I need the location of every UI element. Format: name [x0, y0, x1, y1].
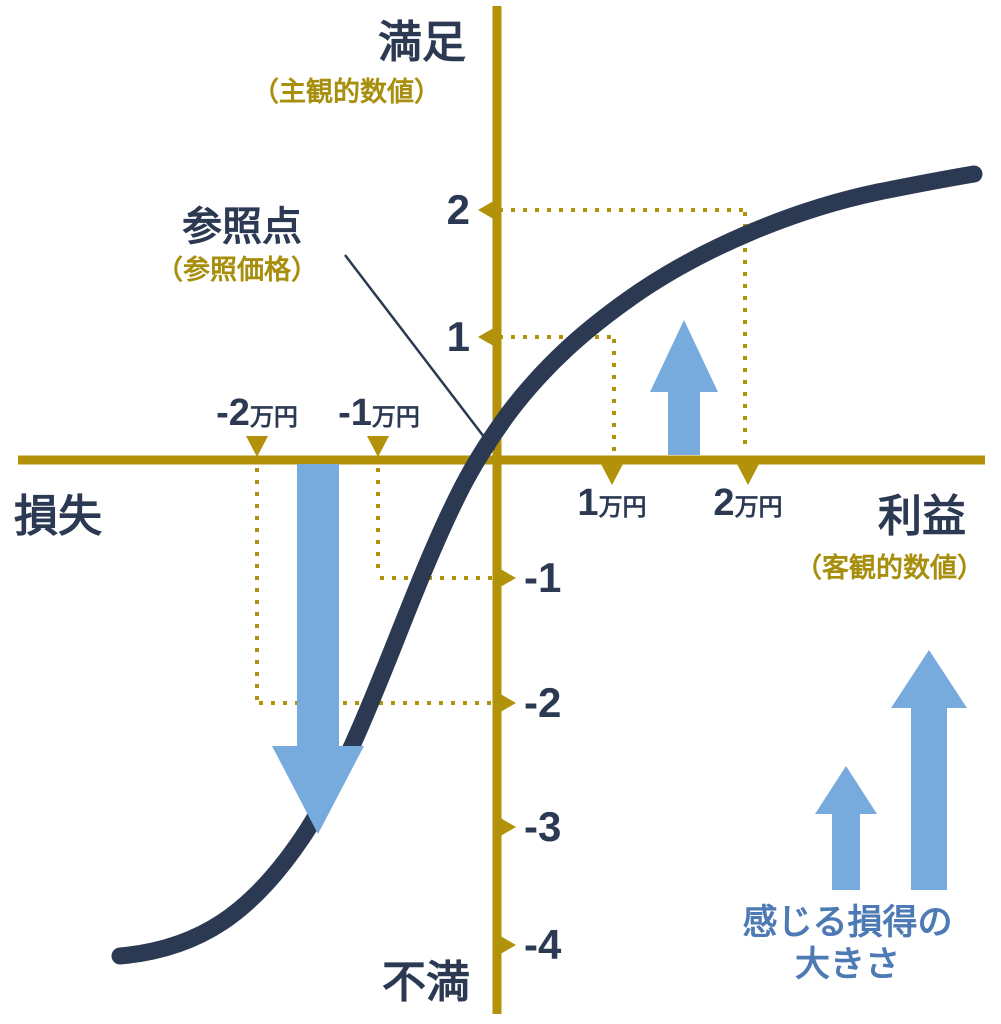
- x-tick-minus2-unit: 万円: [249, 404, 298, 431]
- y-axis-ticks: [478, 199, 516, 956]
- reference-pointer-line: [344, 254, 495, 451]
- annotation-line-2: 大きさ: [794, 945, 900, 984]
- x-tick-label-plus2man: 2万円: [690, 482, 806, 525]
- x-axis-positive-sublabel: （客観的数値）: [795, 553, 984, 583]
- legend-large-up-arrow: [891, 650, 967, 890]
- x-axis-positive-label: 利益: [878, 492, 966, 541]
- x-tick-plus2-unit: 万円: [734, 494, 783, 521]
- x-tick-label-plus1man: 1万円: [554, 482, 670, 525]
- y-axis: [492, 6, 502, 1014]
- tick-y-minus3: [497, 816, 516, 838]
- x-axis-ticks: [246, 436, 759, 485]
- x-tick-plus1-unit: 万円: [598, 494, 647, 521]
- x-axis-negative-label: 損失: [14, 492, 102, 541]
- reference-point-label: 参照点: [182, 205, 302, 249]
- perceived-magnitude-arrows: [272, 320, 967, 890]
- tick-y-minus2: [497, 692, 516, 714]
- x-tick-plus2-num: 2: [713, 482, 735, 524]
- gain-up-arrow: [650, 320, 718, 455]
- tick-x-plus2man: [737, 464, 759, 485]
- x-tick-minus1-unit: 万円: [371, 404, 420, 431]
- y-axis-positive-label: 満足: [378, 18, 466, 67]
- tick-x-minus2man: [246, 436, 268, 457]
- x-tick-minus1-num: -1: [338, 392, 372, 434]
- x-tick-minus2-num: -2: [216, 392, 250, 434]
- y-tick-label-minus3: -3: [524, 803, 562, 850]
- tick-y-plus1: [478, 326, 497, 348]
- reference-point-sublabel: （参照価格）: [156, 255, 318, 285]
- legend-small-up-arrow: [815, 766, 877, 890]
- loss-down-arrow: [272, 464, 364, 834]
- value-function-curve: [111, 165, 983, 965]
- tick-y-minus4: [497, 934, 516, 956]
- y-axis-positive-sublabel: （主観的数値）: [252, 77, 441, 107]
- tick-x-plus1man: [601, 464, 623, 485]
- y-tick-label-minus2: -2: [524, 679, 562, 726]
- annotation-line-1: 感じる損得の: [742, 903, 953, 942]
- y-tick-label-minus4: -4: [524, 921, 562, 968]
- x-tick-label-minus1man: -1万円: [316, 392, 442, 435]
- tick-y-plus2: [478, 199, 497, 221]
- x-tick-plus1-num: 1: [577, 482, 599, 524]
- y-tick-label-plus1: 1: [446, 313, 470, 360]
- y-tick-label-minus1: -1: [524, 554, 562, 601]
- tick-y-minus1: [497, 567, 516, 589]
- y-tick-label-plus2: 2: [446, 186, 470, 233]
- perceived-magnitude-annotation: 感じる損得の 大きさ: [700, 902, 995, 986]
- x-tick-label-minus2man: -2万円: [194, 392, 320, 435]
- tick-x-minus1man: [367, 436, 389, 457]
- y-axis-negative-label: 不満: [382, 958, 470, 1007]
